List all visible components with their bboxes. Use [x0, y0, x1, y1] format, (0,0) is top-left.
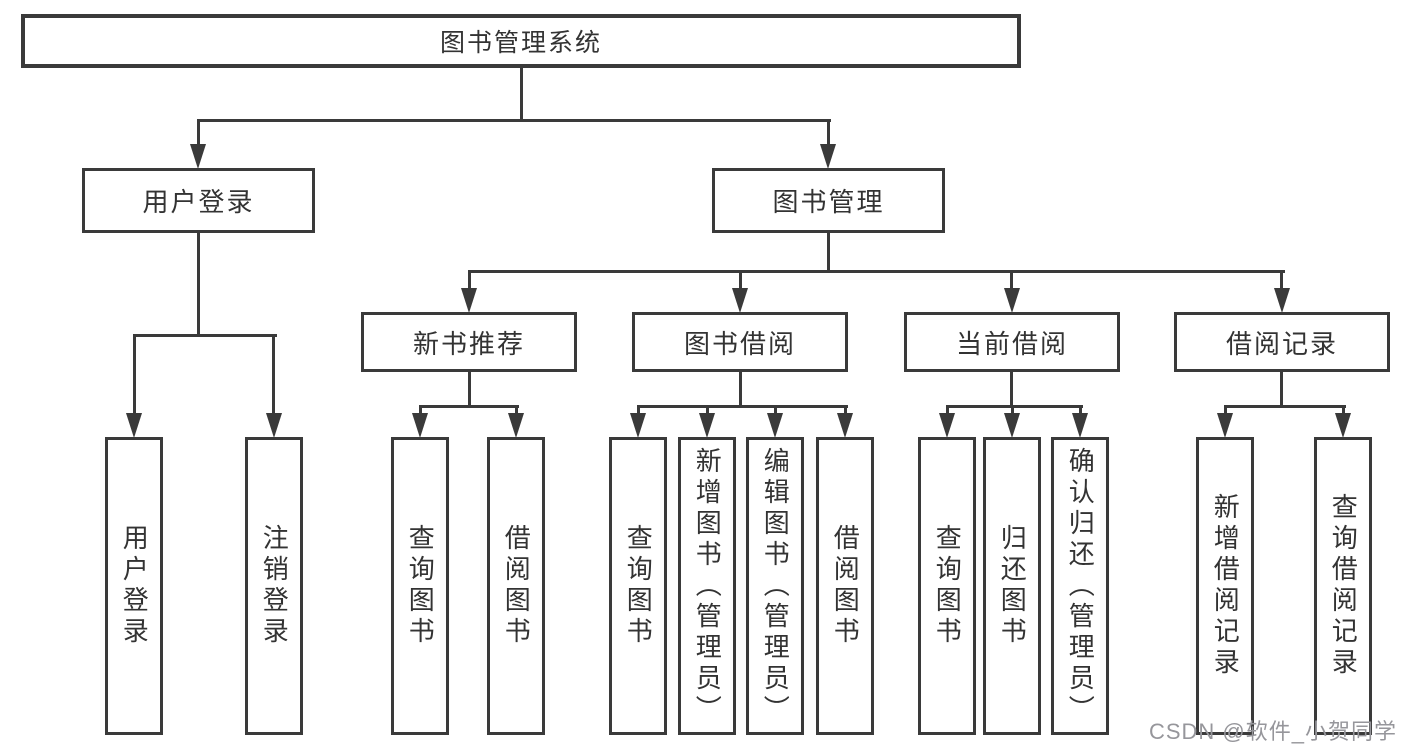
arrow-down-icon: [1217, 413, 1233, 438]
connector-line: [827, 233, 830, 272]
node-label: 借阅图书: [830, 524, 861, 648]
arrow-down-icon: [699, 413, 715, 438]
node-label: 查询图书: [623, 524, 654, 648]
connector-line: [706, 405, 709, 415]
connector-line: [1280, 372, 1283, 407]
connector-line: [1011, 405, 1014, 415]
connector-line: [774, 405, 777, 415]
connector-line: [197, 119, 200, 146]
arrow-down-icon: [732, 288, 748, 313]
connector-line: [133, 334, 277, 337]
connector-line: [520, 68, 523, 121]
arrow-down-icon: [1274, 288, 1290, 313]
connector-line: [1224, 405, 1346, 408]
connector-line: [739, 270, 742, 290]
connector-line: [468, 270, 1285, 273]
connector-line: [272, 334, 275, 416]
connector-line: [1079, 405, 1082, 415]
node-logout: 注销登录: [245, 437, 303, 735]
arrow-down-icon: [1335, 413, 1351, 438]
arrow-down-icon: [939, 413, 955, 438]
connector-line: [946, 405, 1083, 408]
node-label: 查询借阅记录: [1328, 493, 1359, 679]
connector-line: [419, 405, 519, 408]
connector-line: [197, 119, 831, 122]
node-label: 新增图书（管理员）: [692, 446, 723, 726]
connector-line: [1224, 405, 1227, 415]
connector-line: [468, 372, 471, 407]
node-edit-book-admin: 编辑图书（管理员）: [746, 437, 804, 735]
node-book-management: 图书管理: [712, 168, 945, 233]
connector-line: [946, 405, 949, 415]
node-user-login: 用户登录: [82, 168, 315, 233]
arrow-down-icon: [461, 288, 477, 313]
connector-line: [844, 405, 847, 415]
connector-line: [468, 270, 471, 290]
arrow-down-icon: [1004, 413, 1020, 438]
arrow-down-icon: [837, 413, 853, 438]
node-add-borrow-record: 新增借阅记录: [1196, 437, 1254, 735]
arrow-down-icon: [767, 413, 783, 438]
arrow-down-icon: [190, 144, 206, 169]
node-label: 用户登录: [119, 524, 150, 648]
arrow-down-icon: [820, 144, 836, 169]
node-return-books: 归还图书: [983, 437, 1041, 735]
arrow-down-icon: [266, 413, 282, 438]
arrow-down-icon: [1004, 288, 1020, 313]
node-confirm-return-admin: 确认归还（管理员）: [1051, 437, 1109, 735]
connector-line: [637, 405, 848, 408]
connector-line: [1010, 372, 1013, 407]
connector-line: [739, 372, 742, 407]
node-user-login-action: 用户登录: [105, 437, 163, 735]
connector-line: [1010, 270, 1013, 290]
connector-line: [827, 119, 830, 146]
node-new-book-recommendation: 新书推荐: [361, 312, 577, 372]
node-label: 归还图书: [997, 524, 1028, 648]
arrow-down-icon: [412, 413, 428, 438]
node-library-management-system: 图书管理系统: [21, 14, 1021, 68]
connector-line: [637, 405, 640, 415]
arrow-down-icon: [508, 413, 524, 438]
node-current-borrowing: 当前借阅: [904, 312, 1120, 372]
connector-line: [515, 405, 518, 415]
node-recommend-borrow-books: 借阅图书: [487, 437, 545, 735]
node-label: 确认归还（管理员）: [1065, 446, 1096, 726]
node-book-borrowing: 图书借阅: [632, 312, 848, 372]
node-borrowing-records: 借阅记录: [1174, 312, 1390, 372]
arrow-down-icon: [1072, 413, 1088, 438]
node-label: 查询图书: [932, 524, 963, 648]
connector-line: [1280, 270, 1283, 290]
node-label: 查询图书: [405, 524, 436, 648]
node-add-book-admin: 新增图书（管理员）: [678, 437, 736, 735]
node-query-borrow-record: 查询借阅记录: [1314, 437, 1372, 735]
node-label: 借阅图书: [501, 524, 532, 648]
node-borrowing-query-books: 查询图书: [609, 437, 667, 735]
arrow-down-icon: [126, 413, 142, 438]
csdn-watermark: CSDN @软件_小贺同学: [1148, 719, 1397, 744]
connector-line: [133, 334, 136, 416]
node-recommend-query-books: 查询图书: [391, 437, 449, 735]
node-current-query-books: 查询图书: [918, 437, 976, 735]
node-label: 编辑图书（管理员）: [760, 446, 791, 726]
connector-line: [419, 405, 422, 415]
arrow-down-icon: [630, 413, 646, 438]
connector-line: [1342, 405, 1345, 415]
node-borrow-books: 借阅图书: [816, 437, 874, 735]
connector-line: [197, 233, 200, 336]
node-label: 注销登录: [259, 524, 290, 648]
node-label: 新增借阅记录: [1210, 493, 1241, 679]
